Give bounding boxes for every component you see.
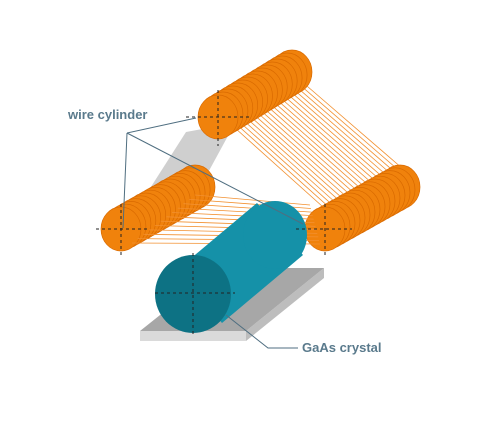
wire-line — [296, 81, 408, 178]
wire-line — [194, 194, 311, 206]
wire-line — [271, 100, 382, 197]
wire-line — [262, 107, 372, 204]
wire-line — [265, 104, 375, 201]
wire-cylinder-right — [304, 164, 421, 252]
wire-line — [287, 88, 398, 185]
wire-line — [293, 84, 404, 181]
crosshair-icon — [96, 90, 352, 334]
wire-line — [259, 109, 369, 206]
wire-line — [299, 79, 411, 176]
wire-line — [268, 102, 378, 199]
crystal-back-face — [243, 201, 307, 269]
wire-cylinder-left — [100, 164, 216, 252]
crystal-front-face — [155, 255, 231, 333]
gaas-crystal-label: GaAs crystal — [302, 340, 382, 355]
wire-line — [274, 97, 385, 195]
wire-line — [290, 86, 401, 183]
wire-cylinder-top — [197, 49, 313, 140]
wire-line — [278, 95, 388, 192]
wire-line — [281, 93, 391, 190]
leader-lines — [122, 117, 304, 349]
wire-line — [284, 91, 395, 188]
wire-cylinder-label: wire cylinder — [67, 107, 147, 122]
